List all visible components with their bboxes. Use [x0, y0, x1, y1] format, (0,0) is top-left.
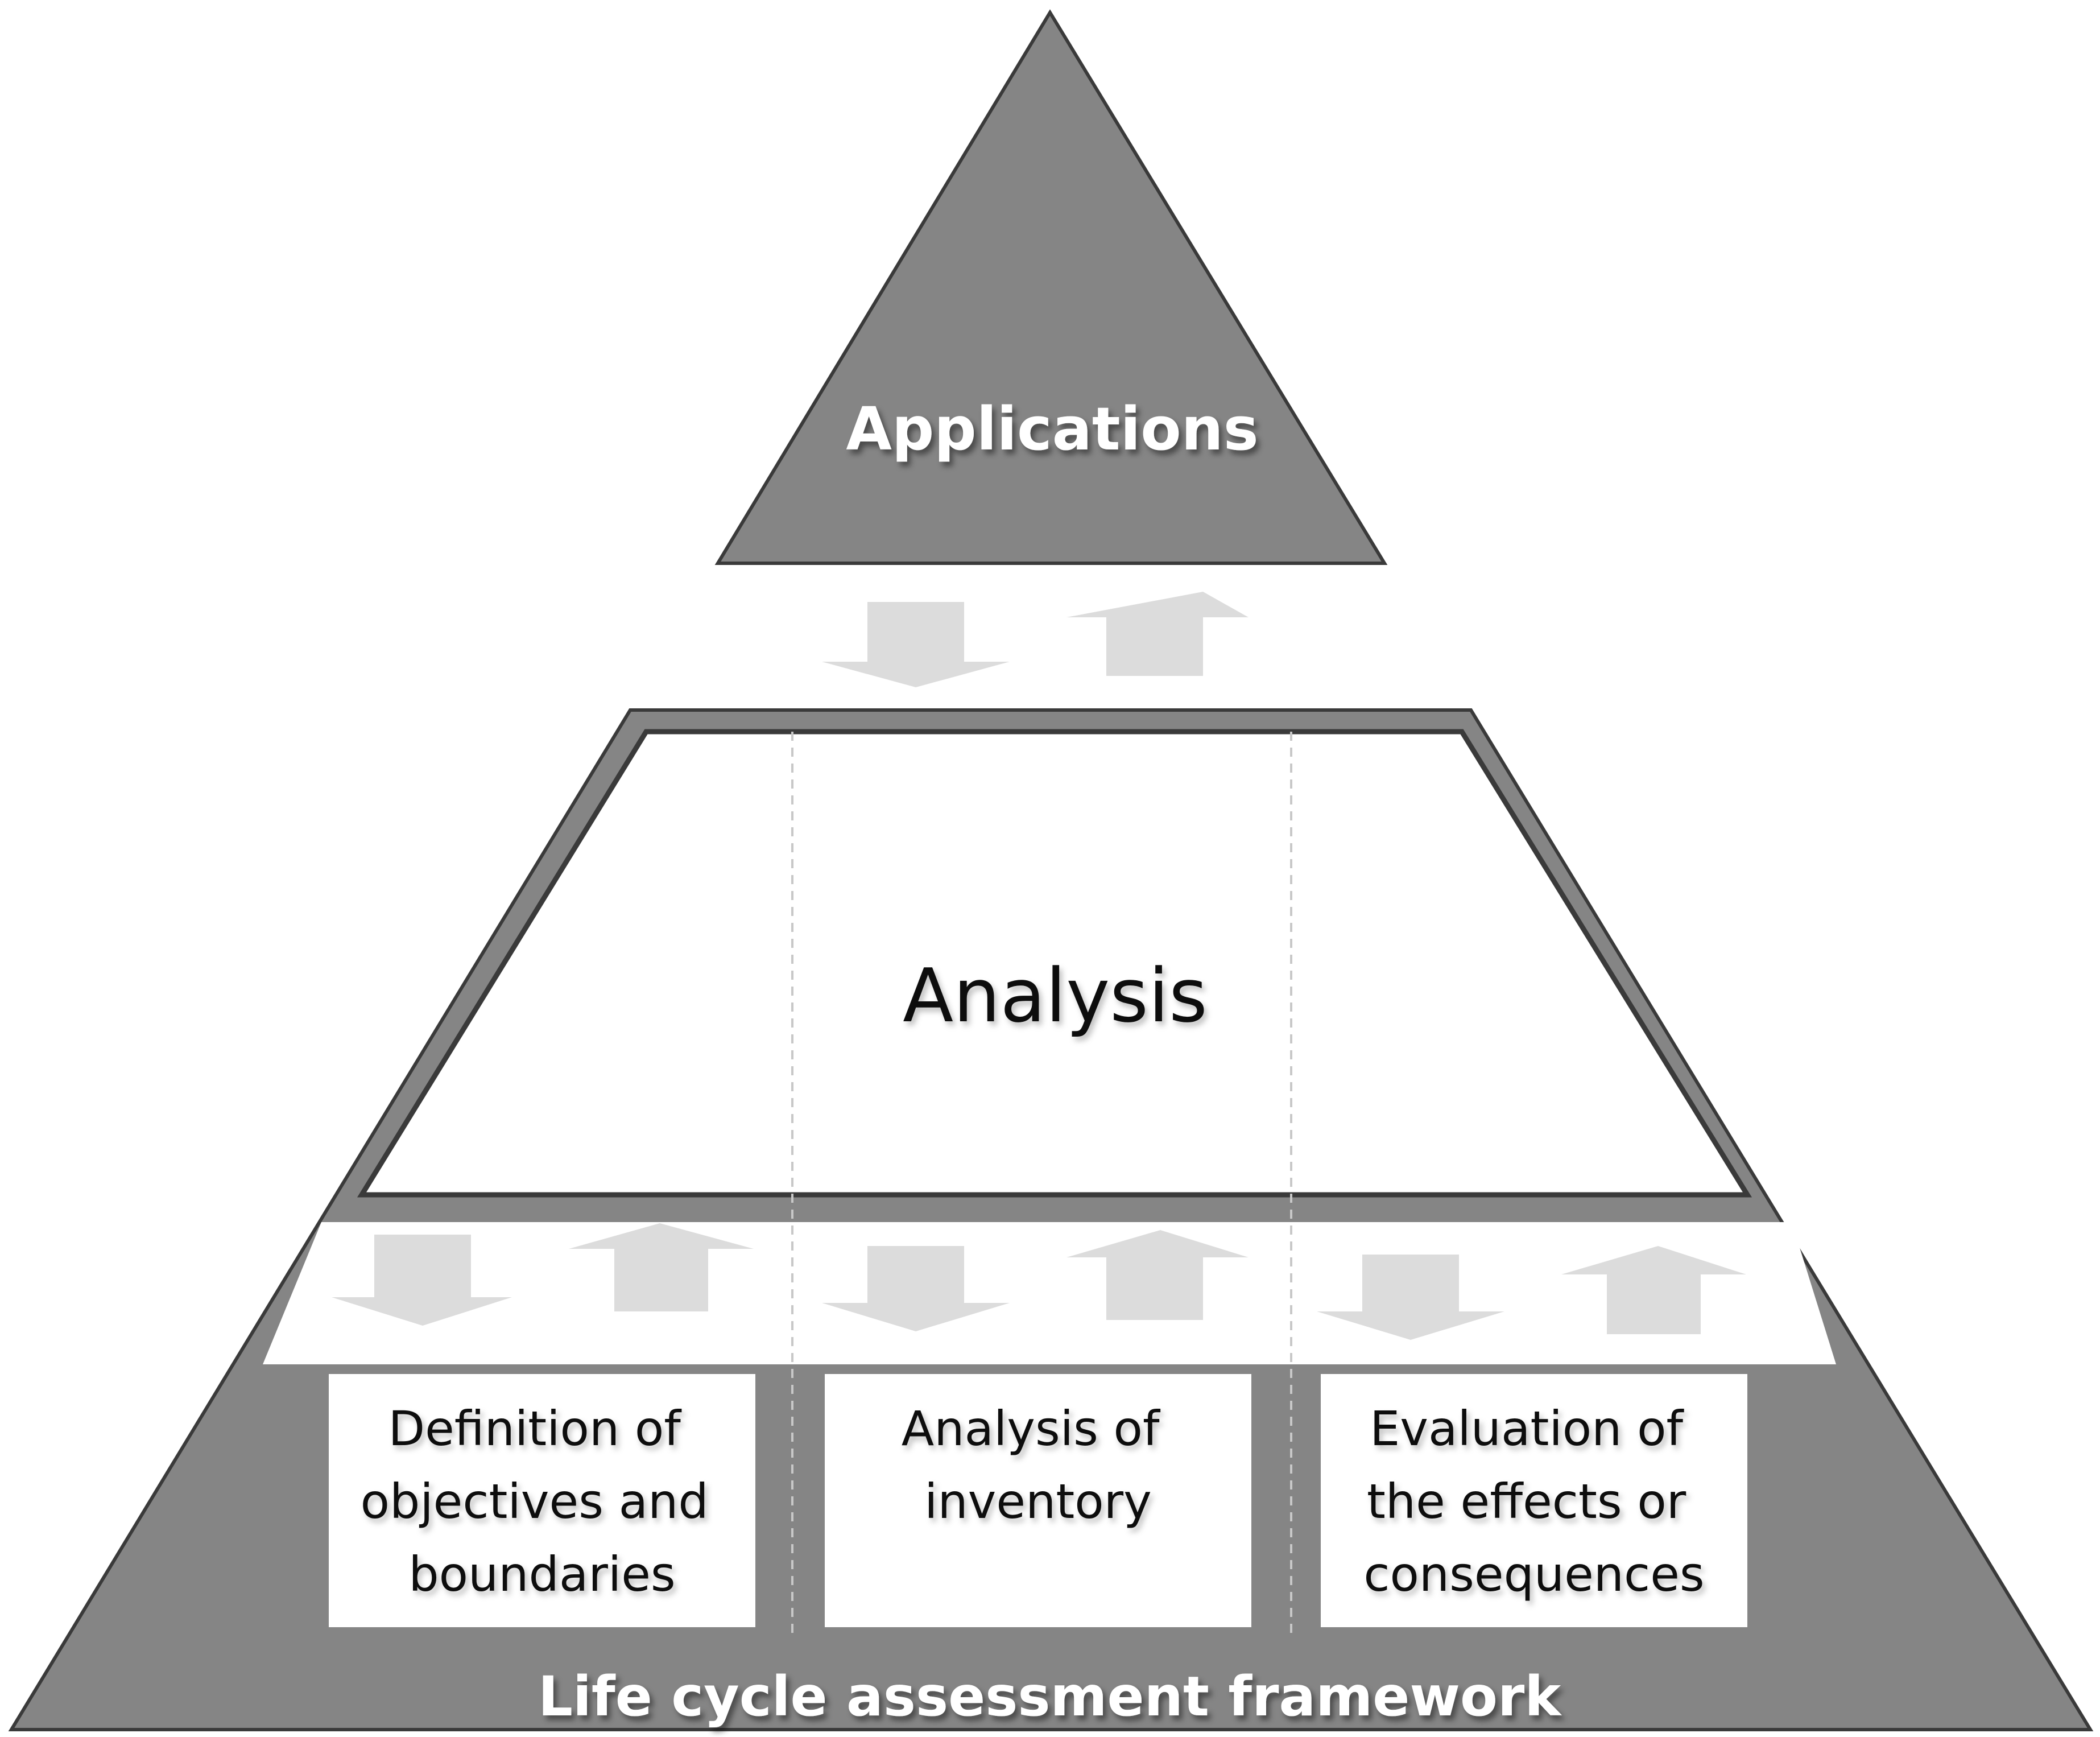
stage-label-inventory: Analysis of inventory: [902, 1401, 1175, 1529]
arrow-down-icon: [822, 602, 1010, 687]
arrow-down-icon: [822, 1246, 1010, 1331]
stage-box-inventory: [825, 1374, 1251, 1627]
arrow-down-icon: [332, 1235, 512, 1326]
applications-triangle: [714, 9, 1388, 565]
stage-label-definition: Definition of objectives and boundaries: [361, 1401, 724, 1602]
arrow-band: [263, 1222, 1836, 1364]
framework-label: Life cycle assessment framework: [538, 1665, 1562, 1728]
arrow-up-icon: [1066, 592, 1249, 676]
stage-label-evaluation: Evaluation of the effects or consequence…: [1363, 1401, 1704, 1602]
analysis-panel: [357, 729, 1752, 1198]
analysis-label: Analysis: [903, 952, 1208, 1039]
arrow-up-icon: [569, 1223, 754, 1311]
applications-label: Applications: [846, 394, 1258, 464]
arrow-up-icon: [1066, 1230, 1249, 1320]
stage-box-definition: [329, 1374, 755, 1627]
arrow-down-icon: [1317, 1255, 1504, 1340]
arrow-up-icon: [1561, 1246, 1746, 1334]
stage-box-evaluation: [1321, 1374, 1747, 1627]
